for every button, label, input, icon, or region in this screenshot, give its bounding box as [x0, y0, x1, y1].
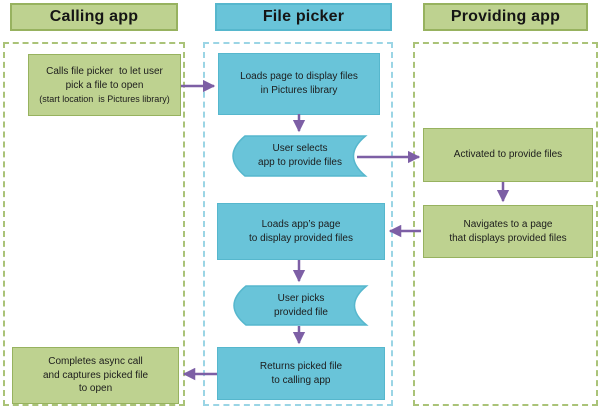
- flow-node-loads-app-page: Loads app’s page to display provided fil…: [217, 203, 385, 260]
- column-header-label: Providing app: [450, 8, 561, 25]
- node-text-line: Calls file picker to let user: [46, 66, 163, 77]
- node-text-line: Loads app’s page: [261, 218, 341, 230]
- flow-node-user-selects: User selects app to provide files: [232, 135, 368, 177]
- lane-file-picker: [203, 42, 393, 406]
- lane-calling-app: [3, 42, 185, 406]
- lane-providing-app: [413, 42, 598, 406]
- flow-node-calls-file-picker: Calls file picker to let user pick a fil…: [28, 54, 181, 116]
- node-text-line: Completes async call: [48, 355, 143, 367]
- node-text-line: User picks: [277, 292, 325, 304]
- node-text-line: User selects: [272, 143, 328, 155]
- flow-node-navigates: Navigates to a page that displays provid…: [423, 205, 593, 258]
- stored-data-shape: [232, 135, 368, 177]
- column-header-label: File picker: [262, 8, 345, 25]
- node-text-line: in Pictures library: [260, 85, 338, 96]
- node-text-line: to calling app: [271, 374, 331, 386]
- node-text-line: that displays provided files: [449, 232, 567, 244]
- flow-node-completes: Completes async call and captures picked…: [12, 347, 179, 404]
- node-text-line: to display provided files: [249, 232, 353, 244]
- stored-data-shape: [233, 285, 369, 326]
- node-text-line: app to provide files: [258, 157, 342, 168]
- node-text-line: Navigates to a page: [463, 218, 553, 230]
- node-text-line: pick a file to open: [65, 79, 144, 91]
- column-header-file-picker: File picker: [215, 3, 392, 31]
- flow-node-user-picks: User picks provided file: [233, 285, 369, 326]
- node-text-line: and captures picked file: [42, 369, 149, 381]
- column-header-calling-app: Calling app: [10, 3, 178, 31]
- node-text-line: to open: [78, 383, 113, 395]
- node-text-line: provided file: [274, 306, 328, 318]
- node-text-line: Activated to provide files: [453, 149, 563, 161]
- column-header-providing-app: Providing app: [423, 3, 588, 31]
- node-text-line: Loads page to display files: [240, 71, 358, 83]
- node-text-line: (start location is Pictures library): [39, 93, 170, 104]
- flow-node-returns-file: Returns picked file to calling app: [217, 347, 385, 400]
- flow-node-loads-page: Loads page to display files in Pictures …: [218, 53, 380, 115]
- node-text-line: Returns picked file: [259, 360, 343, 372]
- flow-node-activated: Activated to provide files: [423, 128, 593, 182]
- column-header-label: Calling app: [49, 8, 139, 25]
